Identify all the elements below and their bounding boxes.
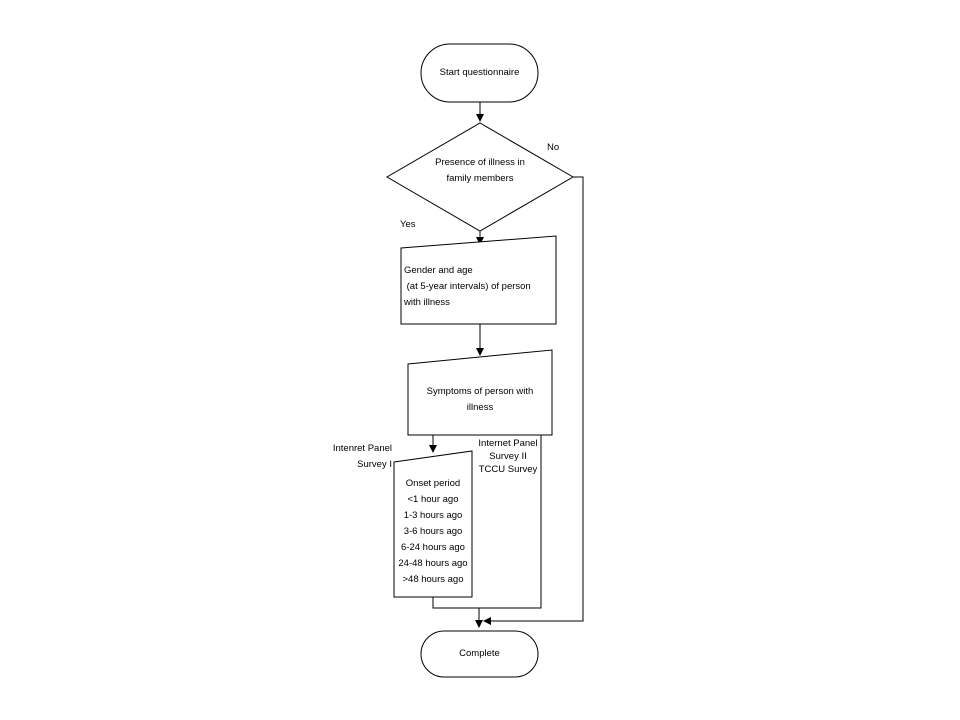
- panel-two-line-1: Internet Panel: [478, 438, 538, 449]
- symptoms-input-box: [407, 349, 553, 436]
- panel-two-line-2: Survey II: [489, 451, 527, 462]
- onset-option-3: 3-6 hours ago: [403, 526, 463, 537]
- line-onset-to-merge: [432, 597, 479, 609]
- onset-title: Onset period: [405, 478, 461, 489]
- decision-label: Presence of illness in family members: [400, 155, 560, 187]
- panel-two-label: Internet Panel Survey II TCCU Survey: [474, 437, 542, 476]
- onset-option-1: <1 hour ago: [407, 494, 459, 505]
- start-text: Start questionnaire: [439, 67, 520, 78]
- gender-age-line-1: Gender and age: [404, 265, 473, 276]
- panel-two-line-3: TCCU Survey: [478, 464, 538, 475]
- symptoms-label: Symptoms of person with illness: [408, 384, 552, 416]
- onset-option-5: 24-48 hours ago: [398, 558, 468, 569]
- gender-age-line-3: with illness: [404, 297, 450, 308]
- onset-period-input-box: [393, 450, 473, 598]
- yes-text: Yes: [400, 219, 416, 230]
- line-no-path: [483, 176, 584, 625]
- decision-line-2: family members: [446, 173, 514, 184]
- onset-label: Onset period <1 hour ago 1-3 hours ago 3…: [394, 476, 472, 588]
- panel-one-label: Intenret Panel Survey I: [330, 441, 392, 473]
- panel-one-line-2: Survey I: [357, 459, 392, 470]
- complete-label: Complete: [421, 646, 538, 662]
- complete-text: Complete: [459, 648, 500, 659]
- no-edge-label: No: [547, 140, 559, 156]
- panel-one-line-1: Intenret Panel: [332, 443, 392, 454]
- no-text: No: [547, 142, 560, 153]
- gender-age-label: Gender and age (at 5-year intervals) of …: [404, 263, 554, 311]
- symptoms-line-2: illness: [466, 402, 494, 413]
- gender-age-line-2: (at 5-year intervals) of person: [404, 281, 531, 292]
- line-panel-two-path: [479, 435, 542, 609]
- onset-option-6: >48 hours ago: [402, 574, 464, 585]
- onset-option-4: 6-24 hours ago: [401, 542, 465, 553]
- complete-terminal: [420, 630, 539, 678]
- start-label: Start questionnaire: [421, 65, 538, 81]
- symptoms-line-1: Symptoms of person with: [426, 386, 534, 397]
- yes-edge-label: Yes: [400, 217, 416, 233]
- onset-option-2: 1-3 hours ago: [403, 510, 463, 521]
- decision-line-1: Presence of illness in: [435, 157, 525, 168]
- gender-age-input-box: [400, 235, 557, 325]
